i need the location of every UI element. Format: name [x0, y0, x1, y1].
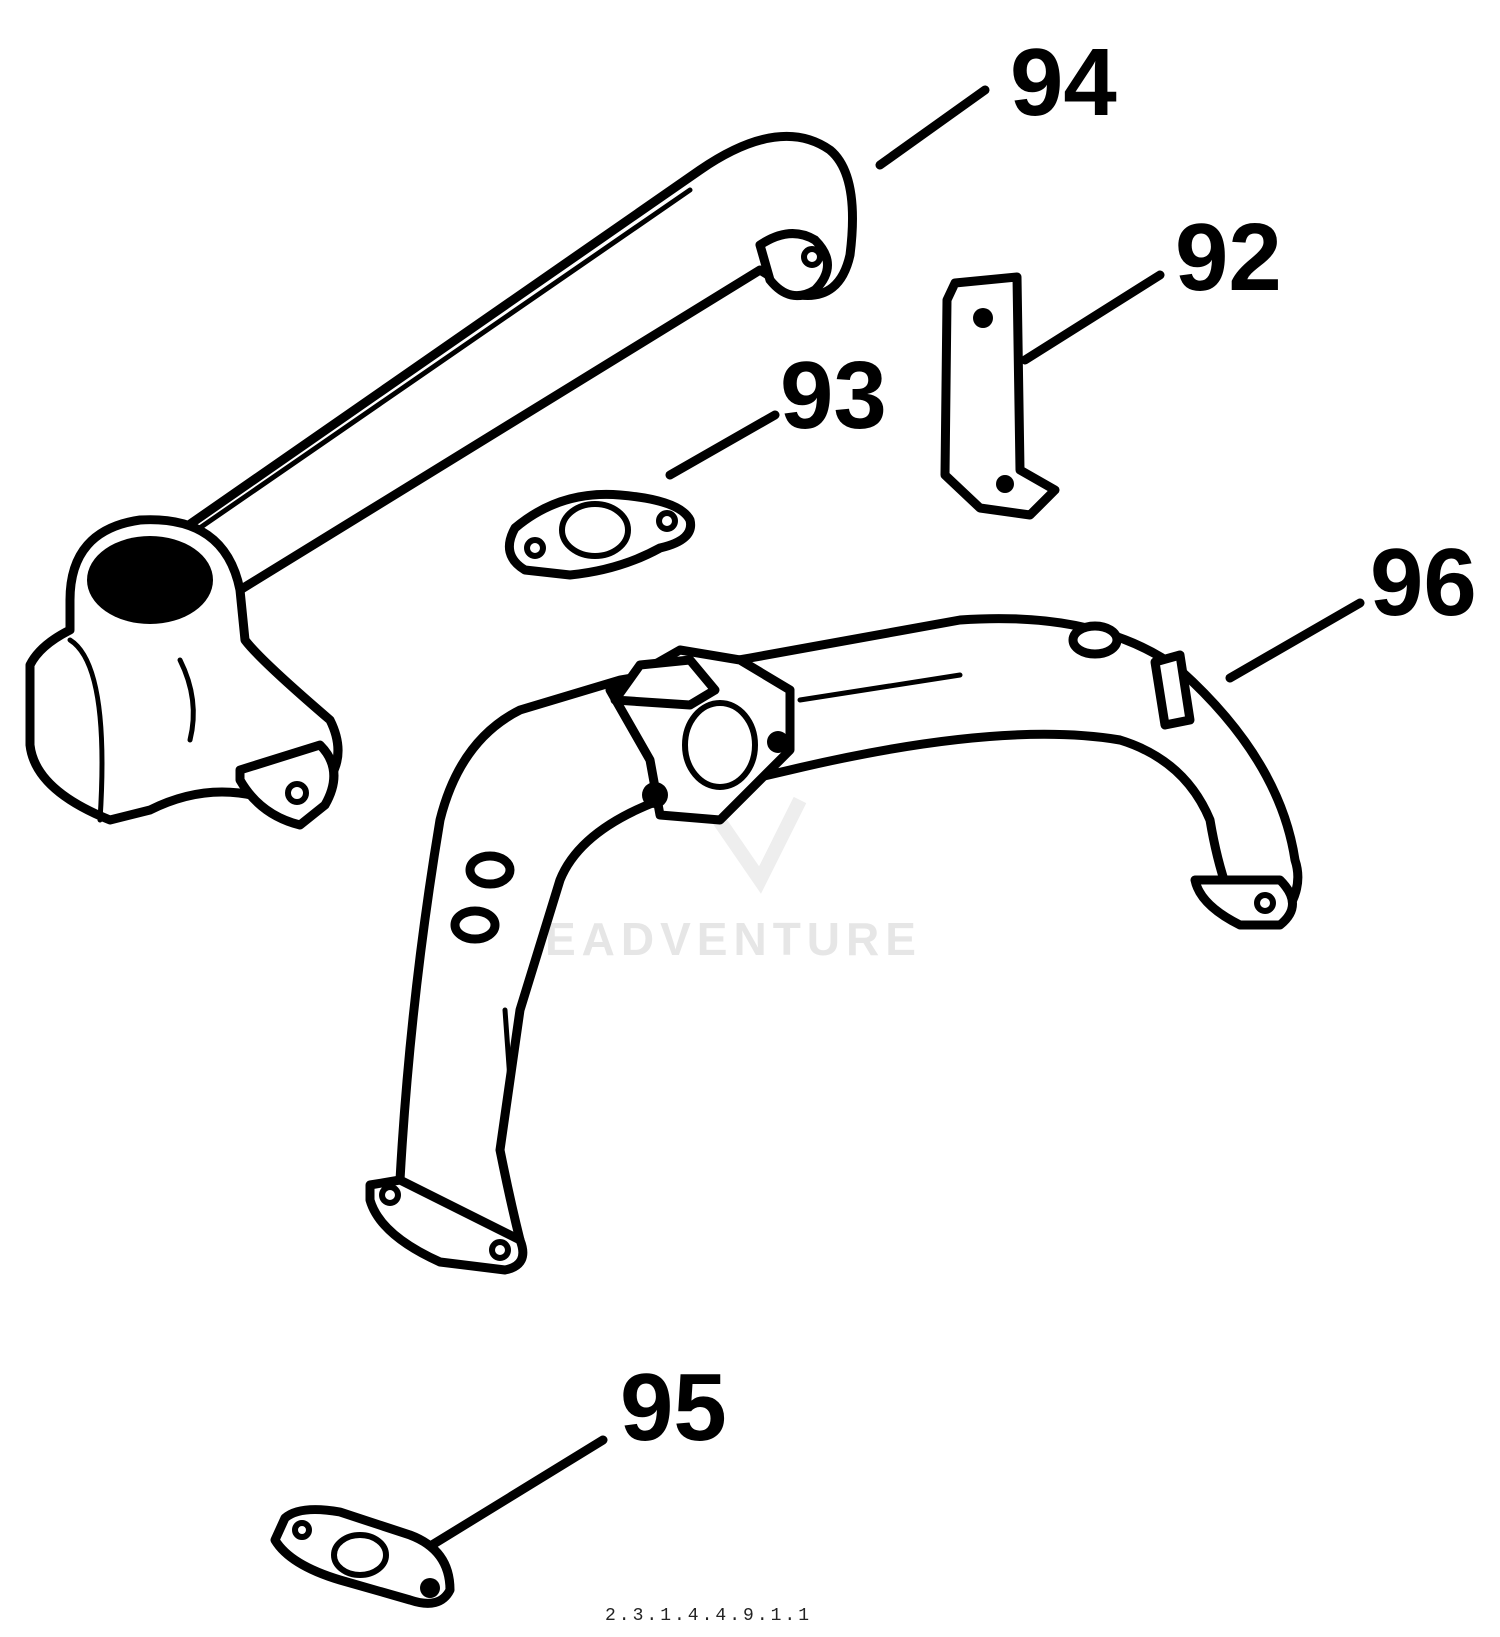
part-93-gasket	[504, 489, 696, 580]
watermark: EADVENTURE	[545, 796, 922, 965]
part-96-lower-manifold	[365, 614, 1303, 1275]
watermark-text: EADVENTURE	[545, 913, 922, 965]
part-94-manifold-pipe	[25, 131, 857, 830]
callout-94: 94	[1010, 29, 1117, 136]
leader-94	[875, 85, 990, 170]
callout-93: 93	[780, 342, 887, 449]
leader-93	[665, 410, 780, 480]
leader-96	[1225, 598, 1365, 683]
leader-92	[1020, 270, 1165, 365]
callout-92: 92	[1175, 204, 1282, 311]
callout-95: 95	[620, 1354, 727, 1461]
callout-labels: 94 92 93 96 95	[620, 29, 1477, 1461]
leader-95	[427, 1435, 608, 1550]
footer-code: 2.3.1.4.4.9.1.1	[605, 1606, 812, 1626]
part-92-bracket	[940, 272, 1060, 520]
leader-lines	[427, 85, 1365, 1550]
callout-96: 96	[1370, 529, 1477, 636]
part-95-gasket	[270, 1505, 455, 1608]
